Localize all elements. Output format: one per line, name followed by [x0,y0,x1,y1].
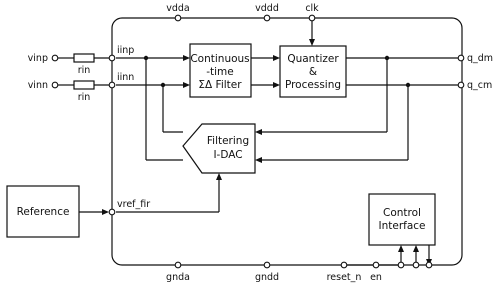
pin-vdda [174,14,182,22]
pin-gnda [174,261,182,269]
resistor-rin-top [73,53,95,63]
filter-line3: ΣΔ Filter [198,79,242,91]
control-line2: Interface [378,220,425,232]
arrow-filter-quant-bottom [273,82,280,88]
pin-vinp-ext [51,54,59,62]
junction-iinn [160,82,166,88]
filter-line2: -time [206,66,234,78]
label-vddd: vddd [255,3,279,14]
chip-boundary [111,17,463,266]
block-filtering-idac [182,123,256,174]
label-clk: clk [305,3,319,14]
arrow-vref [216,173,222,180]
pin-iinp [108,54,116,62]
label-iinn: iinn [117,72,134,83]
label-vdda: vdda [166,3,190,14]
label-rin-bottom: rin [78,92,91,103]
pin-vddd [263,14,271,22]
filter-line1: Continuous [190,53,249,65]
arrow-clk [309,39,315,46]
pin-ctrl-a [397,261,405,269]
pin-q-cm [457,81,465,89]
block-reference [6,185,80,238]
pin-reset-n [340,261,348,269]
arrow-ctrl-a [398,245,404,252]
quantizer-line2: & [309,66,317,78]
label-reset-n: reset_n [327,272,362,283]
label-q-cm: q_cm [467,80,492,91]
label-vinn: vinn [28,80,48,91]
resistor-rin-bottom [73,80,95,90]
label-gnda: gnda [166,272,190,283]
arrow-iinp-filter [183,55,190,61]
pin-iinn [108,81,116,89]
pin-ctrl-b [412,261,420,269]
label-vref-fir: vref_fir [117,199,150,210]
pin-vref-fir [108,208,116,216]
label-en: en [370,272,382,283]
junction-iinp [143,55,149,61]
label-rin-top: rin [78,65,91,76]
idac-line1: Filtering [207,135,249,147]
block-ct-sigma-delta-filter [189,43,252,98]
label-iinp: iinp [117,45,134,56]
arrow-fb-qcm [255,157,262,163]
block-quantizer-processing [279,45,347,98]
pin-vinn-ext [51,81,59,89]
quantizer-line1: Quantizer [287,53,339,65]
arrow-filter-quant-top [273,55,280,61]
pin-en [372,261,380,269]
quantizer-line3: Processing [285,79,341,91]
label-vinp: vinp [28,53,48,64]
arrow-ctrl-b [413,245,419,252]
idac-line2: I-DAC [213,149,242,161]
pin-ctrl-c [425,261,433,269]
block-control-interface [368,193,436,246]
junction-qcm [405,82,411,88]
control-line1: Control [383,207,421,219]
junction-qdm [384,55,390,61]
pin-clk [308,14,316,22]
arrow-iinn-filter [183,82,190,88]
arrow-fb-qdm [255,129,262,135]
label-gndd: gndd [255,272,279,283]
label-q-dm: q_dm [467,53,493,64]
pin-gndd [263,261,271,269]
reference-label: Reference [17,206,70,218]
pin-q-dm [457,54,465,62]
arrow-reference [102,209,109,215]
